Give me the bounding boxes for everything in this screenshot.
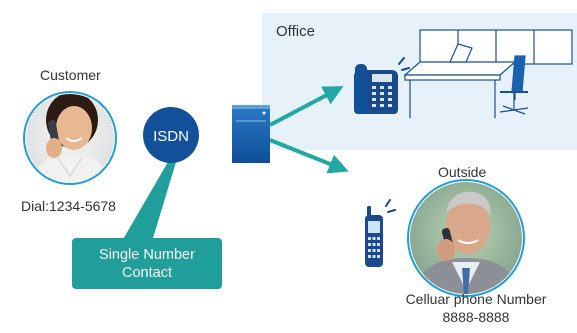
isdn-node: ISDN: [143, 107, 199, 163]
cellular-number-label: Celluar phone Number: [406, 291, 547, 307]
ring-waves-icon: [398, 57, 410, 71]
outside-label: Outside: [438, 164, 486, 180]
callout-pointer: [118, 162, 176, 248]
callout-line-2: Contact: [122, 265, 172, 281]
single-number-contact-callout: Single Number Contact: [72, 238, 222, 289]
cellular-number: 8888-8888: [443, 309, 510, 325]
mobile-phone-icon: [365, 199, 396, 267]
customer-photo: [23, 91, 117, 185]
office-label: Office: [276, 23, 315, 40]
isdn-label: ISDN: [153, 128, 189, 145]
office-desk-illustration: [403, 29, 573, 118]
route-arrows: [269, 86, 349, 174]
arrow-to-office: [269, 86, 344, 127]
callout-line-1: Single Number: [99, 247, 195, 263]
customer-label: Customer: [40, 67, 101, 83]
outside-person-photo: [407, 179, 525, 297]
arrow-to-outside: [269, 138, 349, 174]
desk-phone-icon: [354, 57, 410, 114]
customer-dial-number: Dial:1234-5678: [21, 198, 116, 214]
mobile-ring-waves-icon: [385, 199, 396, 213]
pbx-server-icon: [232, 105, 270, 163]
